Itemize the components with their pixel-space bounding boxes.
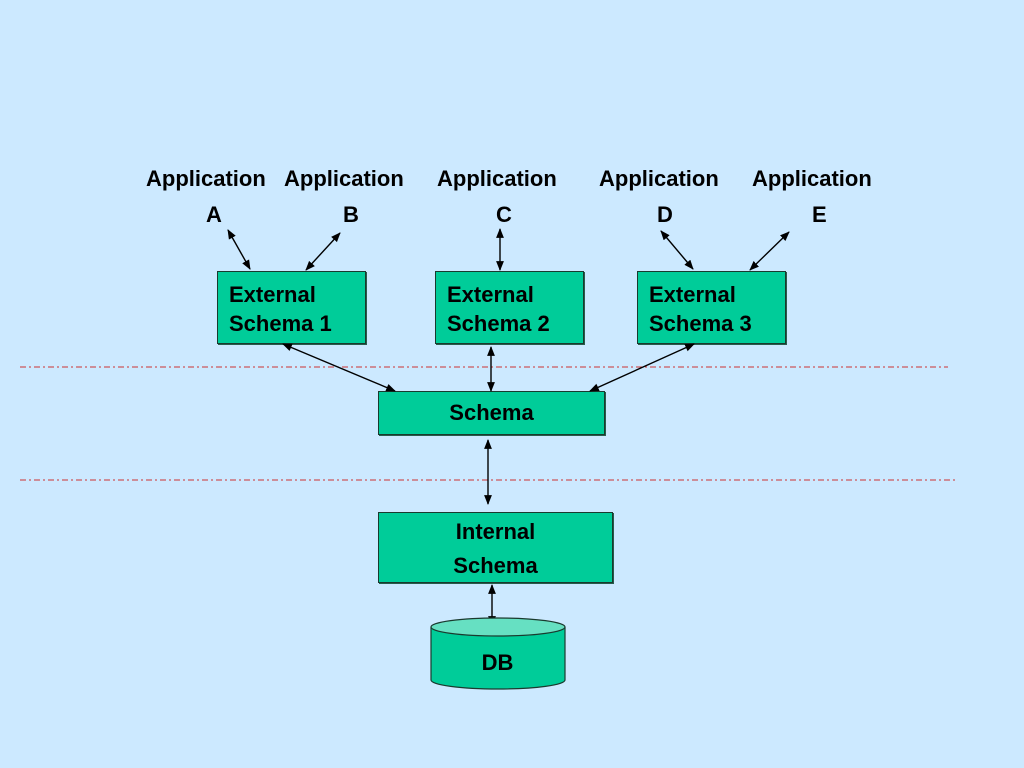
application-c-letter: C [496, 202, 512, 227]
application-e-label: Application E [752, 161, 872, 233]
application-a-letter: A [206, 202, 222, 227]
application-b-title: Application [284, 166, 404, 191]
arrow-ext3-schema [589, 343, 695, 392]
application-c-label: Application C [437, 161, 557, 233]
arrow-app-d-ext3 [660, 230, 694, 270]
application-a-label: Application A [146, 161, 266, 233]
external-schema-2-box: External Schema 2 [435, 271, 584, 344]
conceptual-schema-label: Schema [449, 400, 534, 425]
external-schema-2-line2: Schema 2 [447, 311, 550, 336]
external-schema-3-box: External Schema 3 [637, 271, 786, 344]
external-schema-1-line2: Schema 1 [229, 311, 332, 336]
arrow-app-b-ext1 [305, 232, 341, 271]
application-e-title: Application [752, 166, 872, 191]
database-label: DB [481, 650, 514, 675]
conceptual-schema-box: Schema [378, 391, 605, 435]
application-b-letter: B [343, 202, 359, 227]
internal-schema-box: Internal Schema [378, 512, 613, 583]
application-d-label: Application D [599, 161, 719, 233]
arrow-app-a-ext1 [227, 229, 251, 270]
application-d-title: Application [599, 166, 719, 191]
internal-schema-line1: Internal [455, 519, 536, 544]
external-schema-3-line2: Schema 3 [649, 311, 752, 336]
application-c-title: Application [437, 166, 557, 191]
application-a-title: Application [146, 166, 266, 191]
arrow-ext1-schema [282, 343, 396, 392]
arrow-app-e-ext3 [749, 231, 790, 271]
internal-schema-line2: Schema [453, 553, 538, 578]
application-b-label: Application B [284, 161, 404, 233]
application-e-letter: E [812, 202, 827, 227]
application-d-letter: D [657, 202, 673, 227]
external-schema-2-line1: External [447, 282, 534, 307]
external-schema-1-box: External Schema 1 [217, 271, 366, 344]
external-schema-3-line1: External [649, 282, 736, 307]
database-cylinder-icon [430, 617, 566, 690]
external-schema-1-line1: External [229, 282, 316, 307]
